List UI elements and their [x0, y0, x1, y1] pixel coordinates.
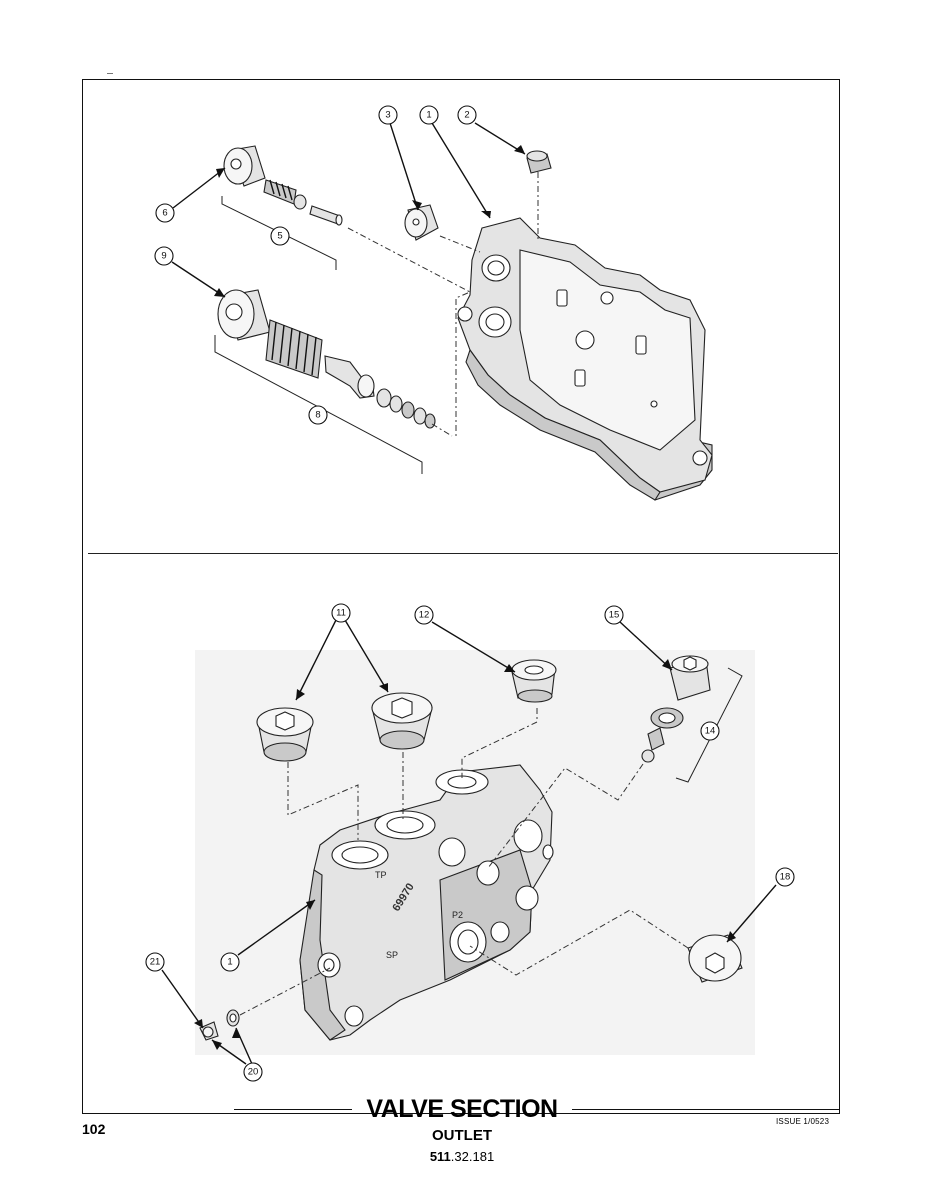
issue-label: ISSUE 1/0523	[776, 1117, 830, 1126]
bottom-plug-11-left	[256, 707, 314, 762]
callout-20: 20	[243, 1062, 263, 1082]
svg-text:3: 3	[385, 110, 390, 121]
port-label-sp: SP	[386, 950, 398, 960]
callout-8: 8	[308, 405, 328, 425]
bottom-plug-18	[687, 934, 743, 983]
corner-mark	[107, 73, 113, 74]
port-label-p2: P2	[452, 910, 463, 920]
title-rule-left	[234, 1109, 352, 1110]
svg-text:18: 18	[780, 872, 791, 883]
page-title: VALVE SECTION	[366, 1095, 558, 1123]
callout-9: 9	[154, 246, 174, 266]
svg-text:5: 5	[277, 231, 282, 242]
callout-1-top: 1	[419, 105, 439, 125]
callout-12: 12	[414, 605, 434, 625]
svg-text:14: 14	[705, 726, 716, 737]
top-assembly-8	[217, 289, 436, 429]
svg-text:1: 1	[227, 957, 232, 968]
top-part-2	[526, 150, 552, 174]
callout-11: 11	[331, 603, 351, 623]
bottom-valve-body: 69970 TP SP P2	[299, 764, 554, 1041]
svg-text:8: 8	[315, 410, 320, 421]
callout-14: 14	[700, 721, 720, 741]
top-valve-body	[457, 217, 713, 501]
page-number: 102	[82, 1121, 106, 1137]
bottom-plug-11-right	[371, 692, 433, 750]
part-number-bold: 511	[429, 1149, 451, 1164]
port-label-tp: TP	[375, 870, 387, 880]
bottom-parts-20-21	[199, 1009, 240, 1041]
bottom-plug-12	[511, 659, 557, 703]
part-number: 511.32.181	[352, 1149, 572, 1165]
bottom-part-15	[641, 655, 711, 763]
bottom-exploded-view: 69970 TP SP P2	[195, 650, 755, 1055]
drawing-frame	[82, 79, 840, 1114]
svg-text:1: 1	[426, 110, 431, 121]
page-subtitle: OUTLET	[432, 1127, 492, 1144]
section-divider	[88, 553, 838, 554]
top-exploded-view	[214, 145, 713, 501]
title-rule-right	[572, 1109, 840, 1110]
svg-text:6: 6	[162, 208, 167, 219]
leader-lines	[161, 122, 777, 1065]
callout-3: 3	[378, 105, 398, 125]
svg-text:21: 21	[150, 957, 161, 968]
svg-text:20: 20	[248, 1067, 259, 1078]
top-part-3	[404, 204, 439, 241]
callout-21: 21	[145, 952, 165, 972]
part-number-rest: .32.181	[450, 1149, 495, 1164]
callout-18: 18	[775, 867, 795, 887]
svg-text:9: 9	[161, 251, 166, 262]
svg-text:2: 2	[464, 110, 469, 121]
svg-text:15: 15	[609, 610, 620, 621]
callout-5: 5	[270, 226, 290, 246]
callout-6: 6	[155, 203, 175, 223]
callout-15: 15	[604, 605, 624, 625]
svg-text:12: 12	[419, 610, 430, 621]
svg-text:11: 11	[336, 608, 346, 619]
top-assembly-5	[223, 145, 343, 226]
callout-2: 2	[457, 105, 477, 125]
callout-1-bottom: 1	[220, 952, 240, 972]
